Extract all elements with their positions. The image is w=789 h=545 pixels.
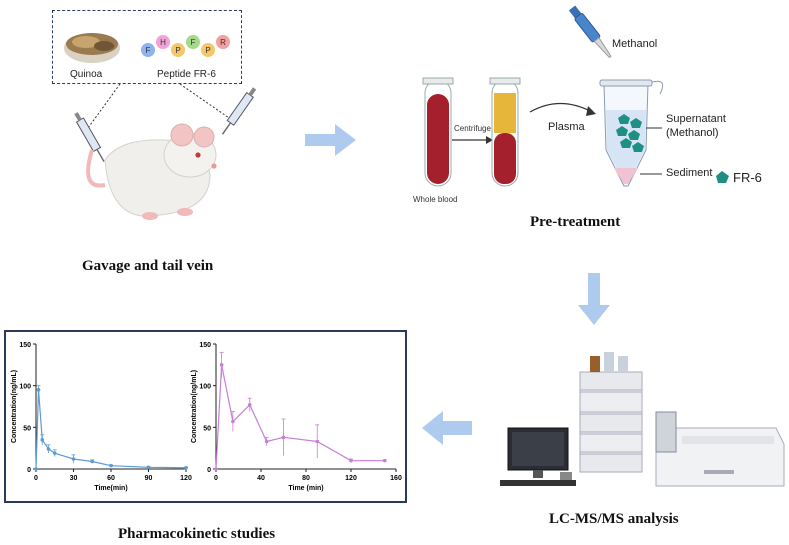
pretreatment-caption: Pre-treatment [530, 214, 621, 230]
y-tick-label: 50 [23, 425, 31, 432]
x-tick-label: 120 [180, 475, 192, 482]
arrow-left-icon [422, 411, 472, 445]
whole-blood-label: Whole blood [413, 195, 458, 204]
y-tick-label: 50 [203, 425, 211, 432]
centrifuged-tube-icon [489, 77, 521, 187]
data-point [214, 467, 218, 471]
y-tick-label: 100 [199, 384, 211, 391]
arrow-down-icon [578, 273, 610, 325]
series-line [215, 364, 385, 470]
lcms-caption: LC-MS/MS analysis [549, 511, 679, 527]
data-point [219, 363, 224, 367]
methanol-label: Methanol [612, 38, 658, 50]
y-tick-label: 150 [199, 342, 211, 349]
x-tick-label: 0 [34, 475, 38, 482]
sediment-label: Sediment [666, 167, 713, 179]
x-tick-label: 160 [390, 475, 402, 482]
supernatant-label: Supernatant [666, 113, 726, 125]
x-tick-label: 80 [302, 475, 310, 482]
dotted-connector [179, 83, 233, 121]
peptide-residue [201, 43, 215, 57]
x-tick-label: 90 [145, 475, 153, 482]
data-point [247, 403, 252, 407]
data-point [46, 447, 51, 451]
plasma-arrow [529, 103, 593, 113]
data-point [90, 459, 95, 464]
y-tick-label: 0 [27, 467, 31, 474]
pipette-icon [568, 5, 612, 59]
plasma-label: Plasma [548, 121, 585, 133]
data-point [71, 457, 76, 461]
peptide-label: Peptide FR-6 [157, 69, 216, 80]
data-point [264, 439, 269, 444]
pk-caption: Pharmacokinetic studies [118, 526, 276, 542]
syringe-left-icon [74, 112, 105, 162]
y-tick-label: 0 [207, 467, 211, 474]
peptide-residue [141, 43, 155, 57]
y-tick-label: 100 [19, 384, 31, 391]
x-tick-label: 60 [107, 475, 115, 482]
fr6-legend-icon [716, 171, 729, 183]
y-axis-label: Concentration(ng/mL) [191, 370, 198, 443]
peptide-residue [186, 35, 200, 49]
x-tick-label: 40 [257, 475, 265, 482]
peptide-residue-label: H [160, 38, 166, 47]
peptide-residue-label: P [175, 46, 180, 55]
y-axis-label: Concentration(ng/mL) [11, 370, 18, 443]
source-box [52, 10, 242, 84]
quinoa-bowl-icon [64, 33, 120, 63]
x-axis-label: Time(min) [94, 485, 127, 492]
fr6-molecules [616, 114, 644, 152]
y-tick-label: 150 [19, 342, 31, 349]
x-tick-label: 0 [214, 475, 218, 482]
data-point [382, 458, 387, 463]
data-point [349, 458, 353, 463]
gavage-caption: Gavage and tail vein [82, 258, 214, 274]
series-line [35, 389, 187, 470]
peptide-residue-label: R [220, 38, 226, 47]
mouse-icon [86, 123, 217, 220]
x-axis-label: Time (min) [288, 485, 323, 492]
mass-spectrometer-icon [655, 411, 785, 487]
peptide-residue [171, 43, 185, 57]
supernatant-sublabel: (Methanol) [666, 127, 719, 139]
data-point [52, 451, 57, 455]
x-tick-label: 120 [345, 475, 357, 482]
peptide-residue [216, 35, 230, 49]
peptide-residue-label: F [146, 46, 151, 55]
data-point [34, 467, 38, 471]
centrifuge-label: Centrifuge [454, 124, 491, 133]
dotted-connector [87, 83, 121, 129]
data-point [315, 439, 320, 444]
x-tick-label: 30 [70, 475, 78, 482]
peptide-residue-label: P [205, 46, 210, 55]
peptide-residue-label: F [191, 38, 196, 47]
syringe-right-icon [221, 87, 257, 135]
peptide-residue [156, 35, 170, 49]
data-point [146, 465, 151, 470]
data-point [40, 438, 45, 442]
data-point [231, 419, 235, 424]
data-point [281, 435, 286, 440]
data-point [109, 463, 113, 468]
arrow-right-icon [305, 124, 356, 156]
hplc-stack-icon [579, 352, 643, 473]
data-point [36, 388, 41, 392]
whole-blood-tube-icon [422, 77, 454, 187]
computer-monitor-icon [500, 427, 576, 486]
quinoa-label: Quinoa [70, 69, 103, 80]
fr6-legend-label: FR-6 [733, 170, 762, 185]
data-point [184, 465, 188, 470]
